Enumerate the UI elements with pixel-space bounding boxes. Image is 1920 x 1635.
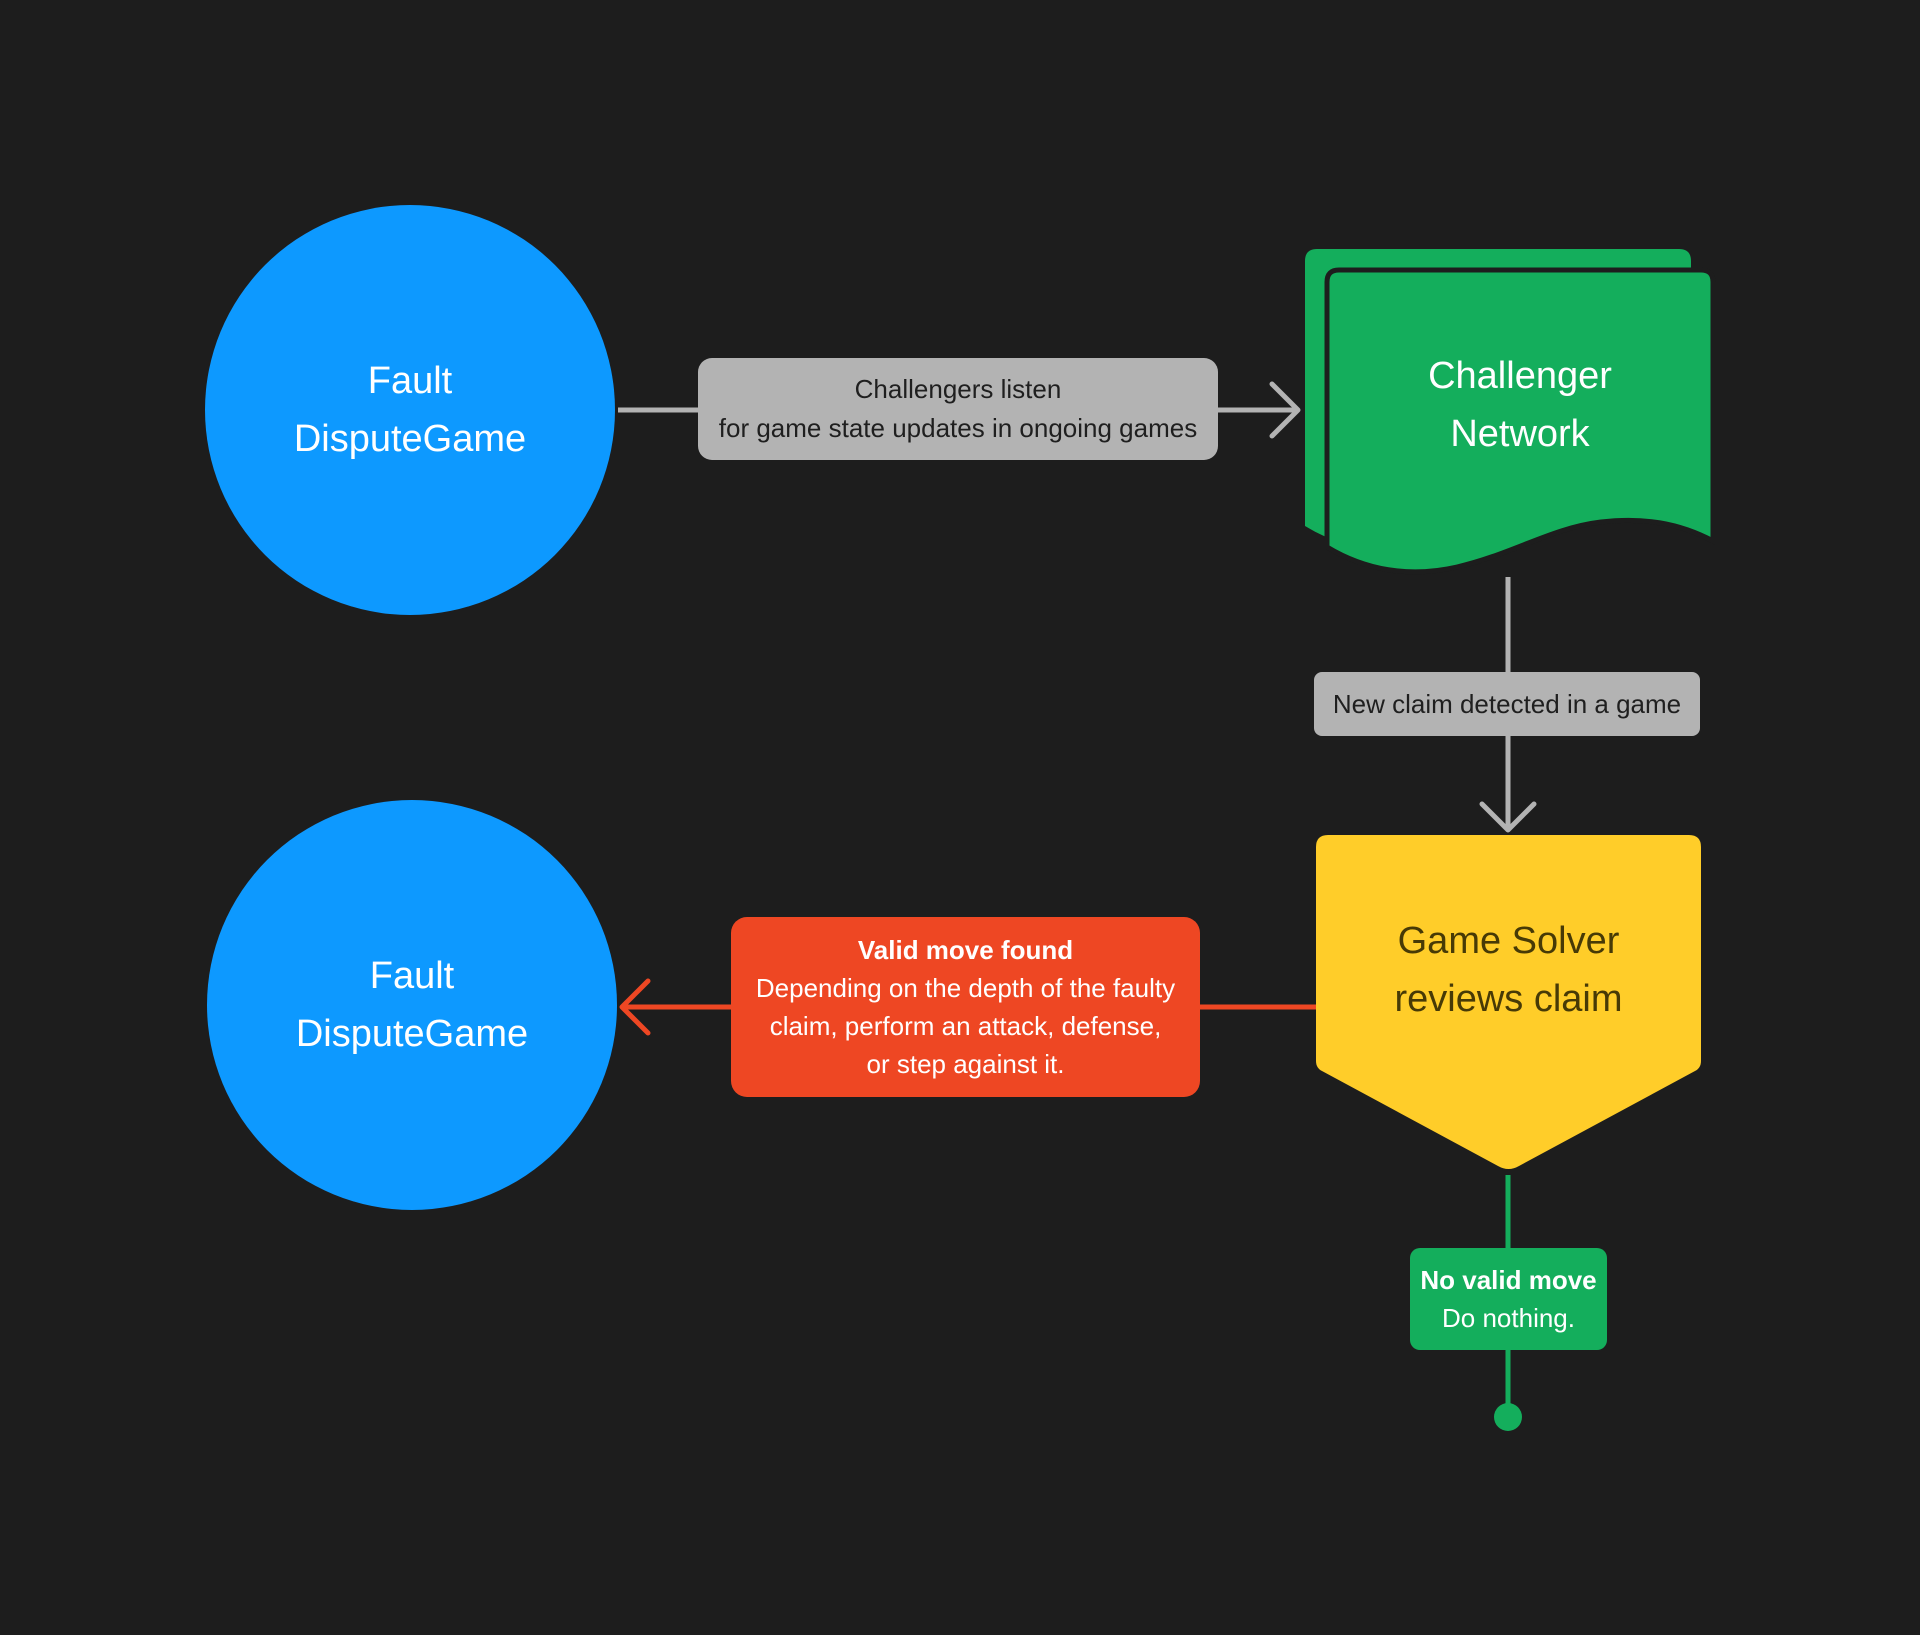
edge-label-line: for game state updates in ongoing games	[718, 413, 1198, 443]
edge-label-line: New claim detected in a game	[1332, 688, 1682, 719]
node-label-line: Challenger	[1428, 355, 1612, 397]
card-title: No valid move	[1420, 1265, 1597, 1295]
edge-label-line: Challengers listen	[854, 374, 1062, 404]
card-valid-move-found[interactable]: Valid move found Depending on the depth …	[731, 917, 1200, 1097]
node-label-line: DisputeGame	[293, 418, 527, 460]
connector-listen-arrowhead-icon	[1269, 381, 1301, 439]
card-text-line: or step against it.	[866, 1049, 1065, 1079]
node-label-line: DisputeGame	[295, 1013, 529, 1055]
node-label-line: Fault	[367, 360, 453, 402]
card-text-line: Depending on the depth of the faulty	[755, 973, 1176, 1003]
edge-label-new-claim[interactable]: New claim detected in a game	[1314, 672, 1700, 736]
node-game-solver-label: Game Solver reviews claim	[1316, 845, 1701, 1095]
node-label-line: Network	[1450, 413, 1590, 455]
challenger-network-doc-front[interactable]	[1324, 267, 1716, 575]
connector-new-claim-arrowhead-icon	[1479, 801, 1537, 833]
node-challenger-network-label: Challenger Network	[1327, 280, 1713, 530]
node-label-line: Game Solver	[1397, 920, 1620, 962]
node-label-line: Fault	[369, 955, 455, 997]
card-text-line: Do nothing.	[1442, 1303, 1575, 1333]
connector-valid-move-arrowhead-icon	[619, 978, 651, 1036]
node-label-line: reviews claim	[1394, 978, 1623, 1020]
card-title: Valid move found	[857, 935, 1074, 965]
edge-label-challengers-listen[interactable]: Challengers listen for game state update…	[698, 358, 1218, 460]
connector-endpoint-dot	[1494, 1403, 1522, 1431]
node-fault-dispute-game-bottom[interactable]: Fault DisputeGame	[207, 800, 617, 1210]
node-fault-dispute-game-top[interactable]: Fault DisputeGame	[205, 205, 615, 615]
card-no-valid-move[interactable]: No valid move Do nothing.	[1410, 1248, 1607, 1350]
card-text-line: claim, perform an attack, defense,	[769, 1011, 1162, 1041]
game-solver-pentagon[interactable]	[1316, 835, 1701, 1169]
